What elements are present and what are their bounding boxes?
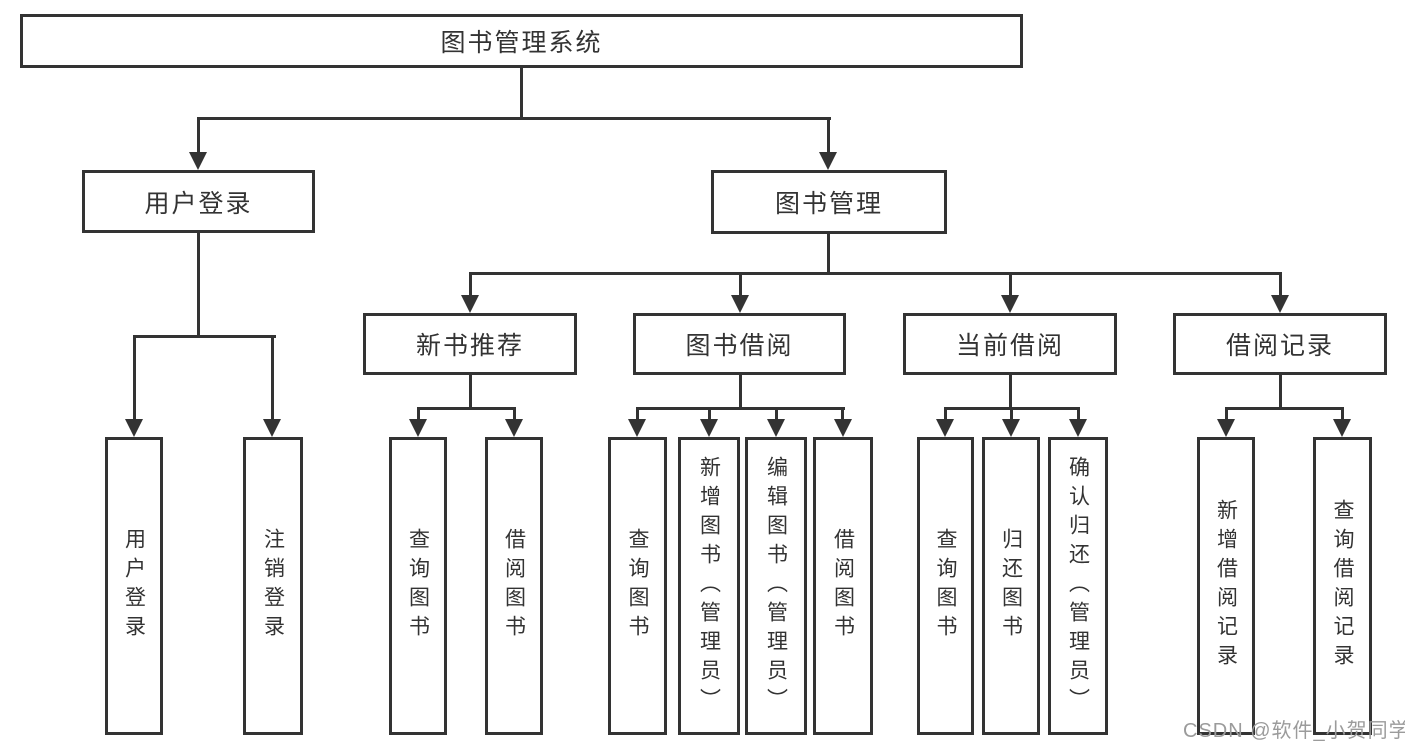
leaf-edit-books-admin: 编辑图书（管理员） bbox=[745, 437, 807, 735]
connector-line bbox=[1279, 272, 1282, 297]
connector-line bbox=[1225, 407, 1228, 421]
connector-line bbox=[1010, 407, 1013, 421]
connector-line bbox=[513, 407, 516, 421]
connector-line bbox=[636, 407, 845, 410]
arrow-head-icon bbox=[1002, 419, 1020, 437]
arrow-head-icon bbox=[1271, 295, 1289, 313]
arrow-head-icon bbox=[263, 419, 281, 437]
leaf-borrow-books-recommend: 借阅图书 bbox=[485, 437, 543, 735]
connector-line bbox=[469, 272, 1282, 275]
connector-line bbox=[775, 407, 778, 421]
arrow-head-icon bbox=[819, 152, 837, 170]
arrow-head-icon bbox=[1069, 419, 1087, 437]
node-library-management-system: 图书管理系统 bbox=[20, 14, 1023, 68]
node-user-login: 用户登录 bbox=[82, 170, 315, 233]
leaf-return-books: 归还图书 bbox=[982, 437, 1040, 735]
arrow-head-icon bbox=[409, 419, 427, 437]
connector-line bbox=[1009, 272, 1012, 297]
arrow-head-icon bbox=[505, 419, 523, 437]
leaf-label: 借阅图书 bbox=[502, 528, 526, 644]
leaf-label: 查询图书 bbox=[934, 528, 957, 644]
arrow-head-icon bbox=[189, 152, 207, 170]
arrow-head-icon bbox=[767, 419, 785, 437]
connector-line bbox=[469, 373, 472, 410]
leaf-label: 新增图书（管理员） bbox=[697, 455, 721, 717]
connector-line bbox=[827, 231, 830, 275]
arrow-head-icon bbox=[1217, 419, 1235, 437]
leaf-label: 用户登录 bbox=[122, 528, 146, 644]
arrow-head-icon bbox=[731, 295, 749, 313]
node-current-borrowing: 当前借阅 bbox=[903, 313, 1117, 375]
arrow-head-icon bbox=[1333, 419, 1351, 437]
connector-line bbox=[133, 335, 276, 338]
connector-line bbox=[1279, 373, 1282, 410]
connector-line bbox=[1009, 373, 1012, 410]
connector-line bbox=[708, 407, 711, 421]
leaf-label: 新增借阅记录 bbox=[1214, 499, 1238, 673]
connector-line bbox=[520, 66, 523, 119]
leaf-label: 编辑图书（管理员） bbox=[764, 455, 788, 717]
connector-line bbox=[841, 407, 844, 421]
leaf-label: 归还图书 bbox=[999, 528, 1023, 644]
leaf-add-books-admin: 新增图书（管理员） bbox=[678, 437, 740, 735]
leaf-label: 查询图书 bbox=[626, 528, 649, 644]
connector-line bbox=[636, 407, 639, 421]
connector-line bbox=[417, 407, 420, 421]
leaf-label: 确认归还（管理员） bbox=[1066, 455, 1090, 717]
connector-line bbox=[1341, 407, 1344, 421]
connector-line bbox=[197, 117, 831, 120]
connector-line bbox=[417, 407, 516, 410]
leaf-query-books-borrowing: 查询图书 bbox=[608, 437, 667, 735]
connector-line bbox=[469, 272, 472, 297]
connector-line bbox=[271, 335, 274, 421]
arrow-head-icon bbox=[125, 419, 143, 437]
arrow-head-icon bbox=[834, 419, 852, 437]
connector-line bbox=[827, 117, 830, 153]
leaf-label: 借阅图书 bbox=[831, 528, 855, 644]
connector-line bbox=[739, 272, 742, 297]
node-book-borrowing: 图书借阅 bbox=[633, 313, 846, 375]
csdn-watermark: CSDN @软件_小贺同学 bbox=[1183, 720, 1405, 742]
leaf-add-borrow-record: 新增借阅记录 bbox=[1197, 437, 1255, 735]
connector-line bbox=[197, 231, 200, 338]
connector-line bbox=[944, 407, 947, 421]
leaf-label: 查询借阅记录 bbox=[1331, 499, 1354, 673]
connector-line bbox=[1225, 407, 1344, 410]
leaf-query-books-recommend: 查询图书 bbox=[389, 437, 447, 735]
node-book-management: 图书管理 bbox=[711, 170, 947, 234]
connector-line bbox=[197, 117, 200, 153]
arrow-head-icon bbox=[461, 295, 479, 313]
connector-line bbox=[133, 335, 136, 421]
leaf-logout: 注销登录 bbox=[243, 437, 303, 735]
leaf-confirm-return-admin: 确认归还（管理员） bbox=[1048, 437, 1108, 735]
leaf-borrow-books: 借阅图书 bbox=[813, 437, 873, 735]
connector-line bbox=[739, 373, 742, 410]
node-new-book-recommendation: 新书推荐 bbox=[363, 313, 577, 375]
connector-line bbox=[1077, 407, 1080, 421]
leaf-label: 查询图书 bbox=[406, 528, 430, 644]
leaf-user-login: 用户登录 bbox=[105, 437, 163, 735]
leaf-query-borrow-record: 查询借阅记录 bbox=[1313, 437, 1372, 735]
arrow-head-icon bbox=[628, 419, 646, 437]
node-borrow-records: 借阅记录 bbox=[1173, 313, 1387, 375]
leaf-query-books-current: 查询图书 bbox=[917, 437, 974, 735]
arrow-head-icon bbox=[700, 419, 718, 437]
arrow-head-icon bbox=[1001, 295, 1019, 313]
leaf-label: 注销登录 bbox=[261, 528, 285, 644]
arrow-head-icon bbox=[936, 419, 954, 437]
